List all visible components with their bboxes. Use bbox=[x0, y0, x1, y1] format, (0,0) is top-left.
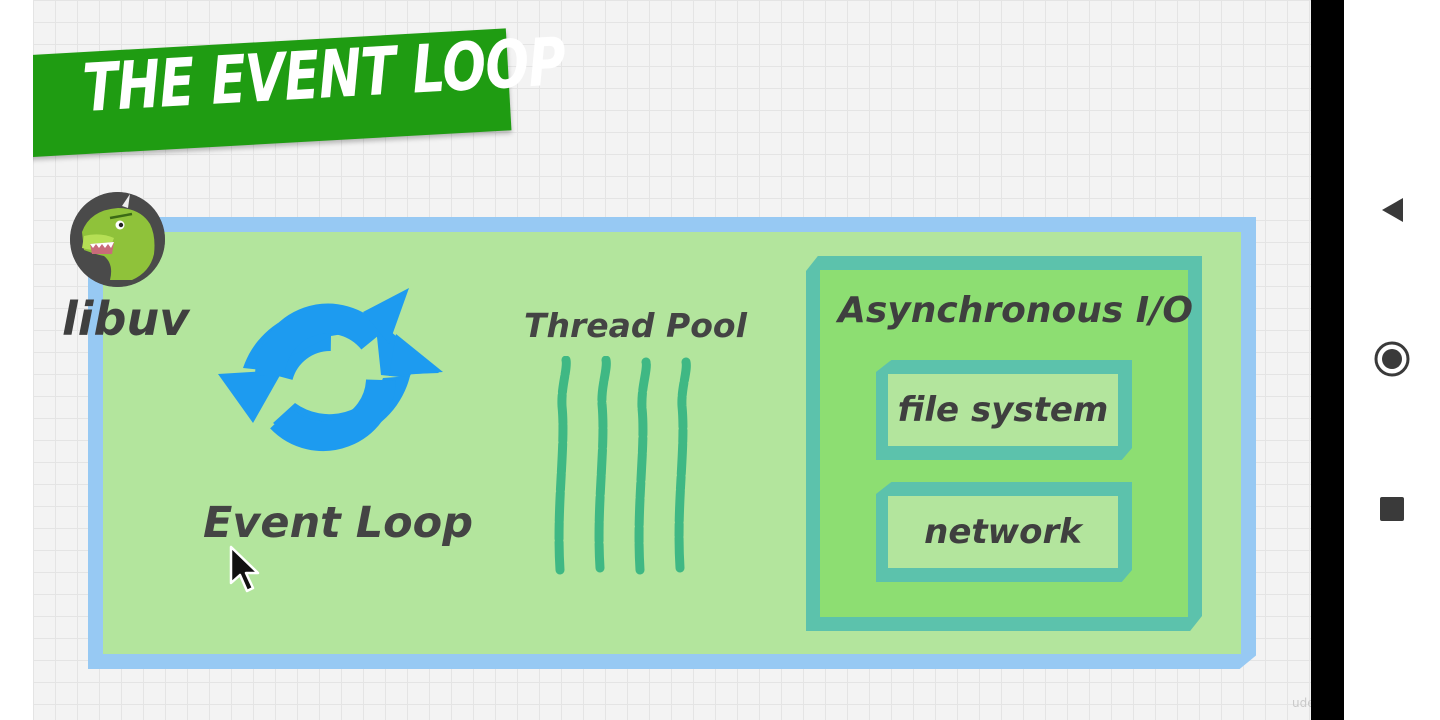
system-nav-bar bbox=[1344, 0, 1440, 720]
network-label: network bbox=[924, 512, 1082, 552]
event-loop-label: Event Loop bbox=[203, 498, 473, 548]
mouse-pointer-icon bbox=[228, 545, 262, 599]
letterbox-bar bbox=[1311, 0, 1344, 720]
async-io-label: Asynchronous I/O bbox=[838, 290, 1193, 331]
refresh-cycle-icon bbox=[213, 278, 443, 472]
thread-pool-label: Thread Pool bbox=[524, 306, 747, 345]
file-system-box: file system bbox=[876, 360, 1132, 460]
left-margin bbox=[0, 0, 33, 720]
udemy-watermark: udemy bbox=[1292, 696, 1311, 710]
back-triangle-icon[interactable] bbox=[1372, 190, 1412, 230]
file-system-label: file system bbox=[897, 390, 1109, 430]
recents-square-icon[interactable] bbox=[1372, 489, 1412, 529]
dinosaur-avatar bbox=[70, 192, 165, 287]
home-circle-icon[interactable] bbox=[1372, 339, 1412, 379]
thread-strokes bbox=[548, 355, 708, 580]
network-box: network bbox=[876, 482, 1132, 582]
libuv-label: libuv bbox=[62, 292, 190, 346]
